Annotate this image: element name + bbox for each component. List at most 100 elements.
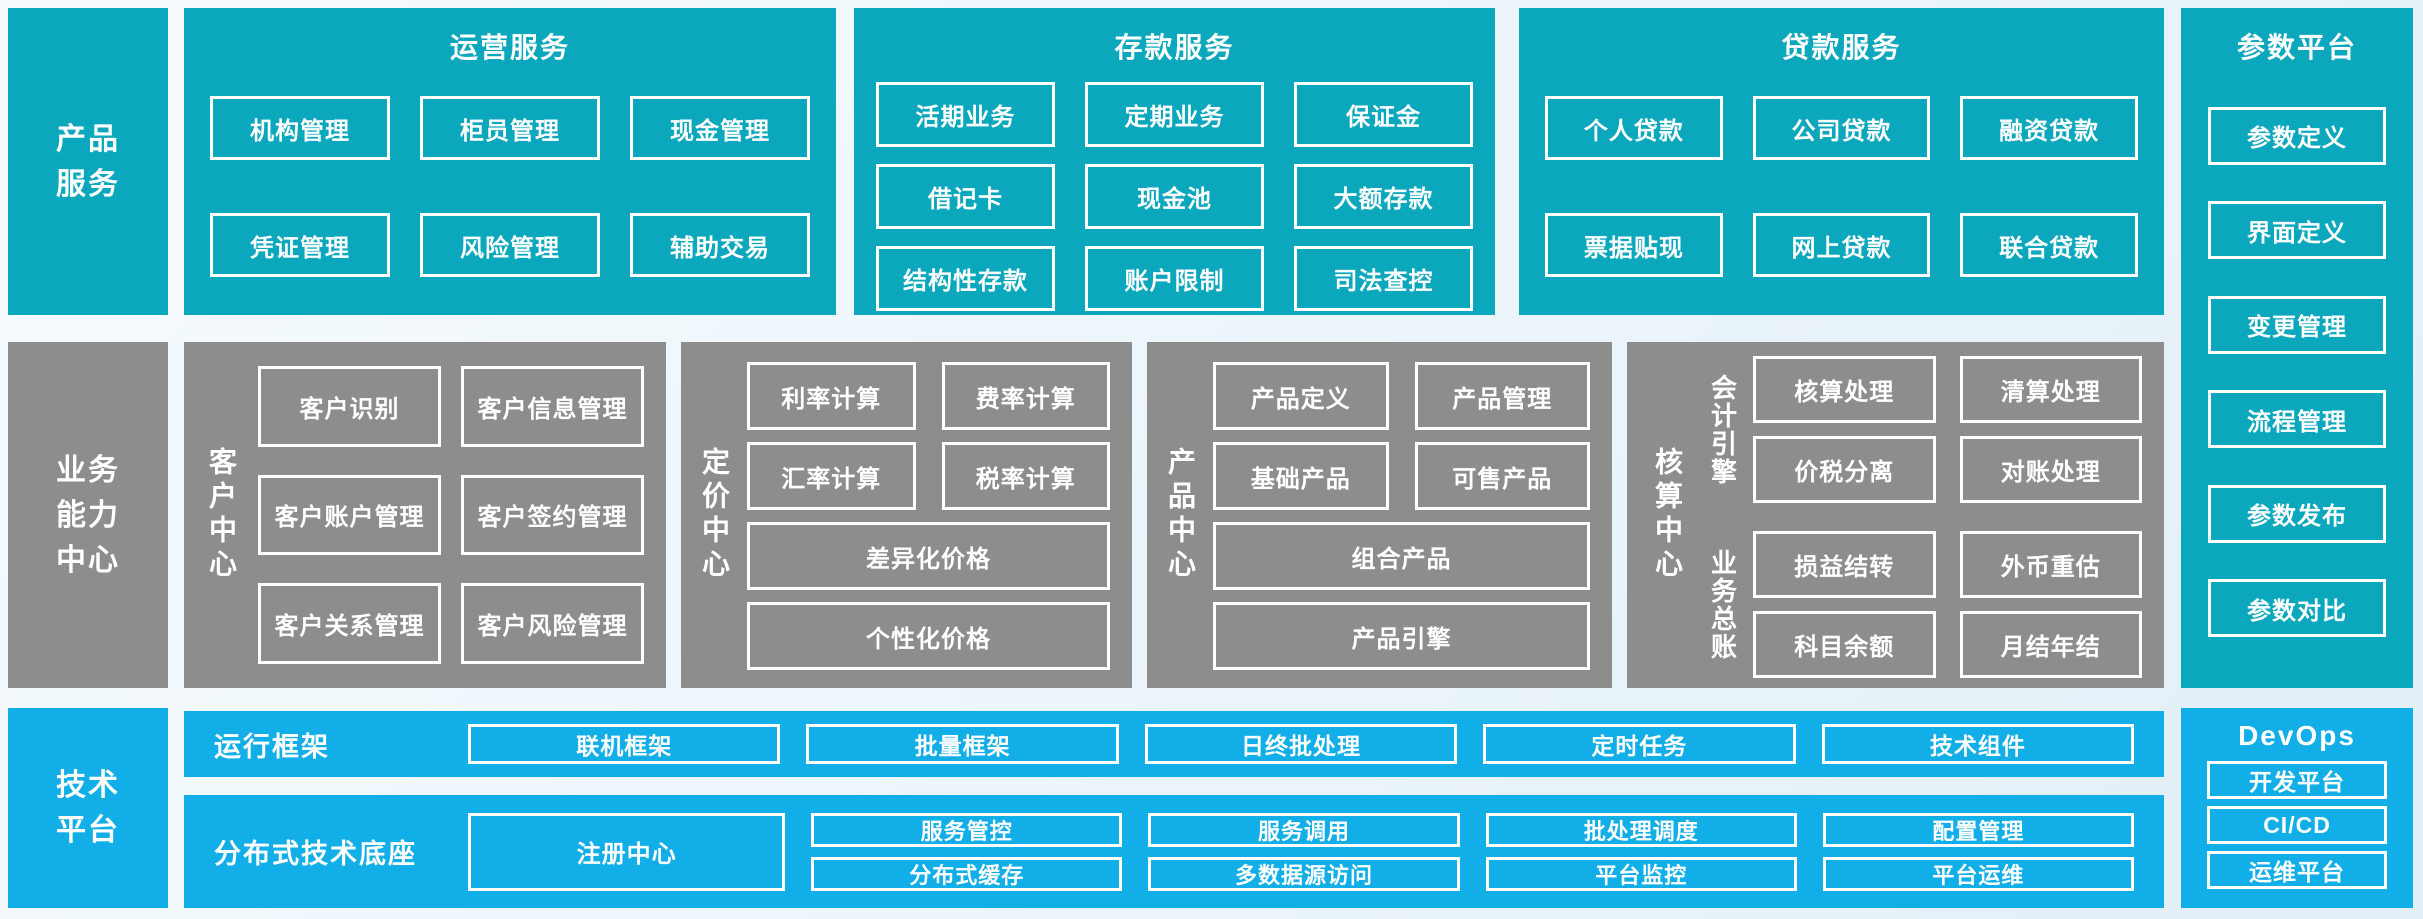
service-box: 联合贷款: [1960, 213, 2138, 277]
devops-box: 开发平台: [2207, 761, 2387, 799]
panel-title: 贷款服务: [1781, 32, 1902, 63]
base-column: 服务管控 分布式缓存: [811, 812, 1123, 891]
service-box: 风险管理: [420, 213, 600, 277]
capability-box: 核算处理: [1753, 356, 1936, 423]
capability-box: 客户签约管理: [461, 474, 644, 556]
capability-box: 差异化价格: [747, 522, 1110, 590]
panel-loan-services: 贷款服务 个人贷款 公司贷款 融资贷款 票据贴现 网上贷款 联合贷款: [1519, 8, 2164, 315]
service-box: 柜员管理: [420, 96, 600, 160]
devops-box: CI/CD: [2207, 806, 2387, 844]
service-box: 借记卡: [876, 164, 1055, 229]
panel-title: 存款服务: [1114, 32, 1235, 63]
base-box: 批处理调度: [1485, 812, 1797, 847]
capability-box: 客户信息管理: [461, 366, 644, 447]
service-box: 定期业务: [1085, 82, 1264, 147]
accounting-engine-group: 会计引擎 核算处理 清算处理 价税分离 对账处理: [1693, 356, 2142, 503]
center-label: 产品中心: [1165, 447, 1196, 583]
panel-product-center: 产品中心 产品定义 产品管理 基础产品 可售产品 组合产品 产品引擎: [1147, 342, 1612, 688]
capability-box: 费率计算: [941, 362, 1110, 430]
capability-box: 客户关系管理: [258, 583, 441, 664]
capability-box: 可售产品: [1414, 442, 1590, 510]
base-column: 配置管理 平台运维: [1822, 812, 2135, 891]
panel-title: 运营服务: [449, 32, 570, 63]
base-column: 批处理调度 平台监控: [1485, 812, 1797, 891]
panel-title: DevOps: [2238, 720, 2356, 751]
base-box: 配置管理: [1822, 812, 2135, 847]
pricing-grid: 利率计算 费率计算 汇率计算 税率计算 差异化价格 个性化价格: [747, 362, 1110, 670]
capability-box: 基础产品: [1213, 442, 1389, 510]
base-box: 服务调用: [1148, 812, 1460, 847]
panel-operations-services: 运营服务 机构管理 柜员管理 现金管理 凭证管理 风险管理 辅助交易: [184, 8, 836, 315]
base-box: 平台运维: [1822, 856, 2135, 891]
capability-box: 清算处理: [1959, 356, 2142, 423]
service-box: 结构性存款: [876, 246, 1055, 311]
group-label: 业务总账: [1707, 548, 1738, 661]
center-label: 客户中心: [206, 447, 237, 583]
param-box: 界面定义: [2208, 201, 2386, 260]
devops-stack: 开发平台 CI/CD 运维平台: [2181, 752, 2413, 908]
service-box: 公司贷款: [1752, 96, 1931, 160]
panel-customer-center: 客户中心 客户识别 客户信息管理 客户账户管理 客户签约管理 客户关系管理 客户…: [184, 342, 666, 688]
panel-title: 参数平台: [2236, 32, 2357, 63]
base-box: 分布式缓存: [811, 856, 1123, 891]
capability-box: 个性化价格: [747, 602, 1110, 670]
capability-box: 价税分离: [1753, 436, 1936, 503]
operations-grid: 机构管理 柜员管理 现金管理 凭证管理 风险管理 辅助交易: [210, 96, 810, 277]
base-box: 平台监控: [1485, 856, 1797, 891]
service-box: 现金池: [1085, 164, 1264, 229]
service-box: 辅助交易: [630, 213, 810, 277]
capability-box: 对账处理: [1959, 436, 2142, 503]
panel-accounting-center: 核算中心 会计引擎 核算处理 清算处理 价税分离 对账处理 业务总账 损益结转 …: [1627, 342, 2164, 688]
service-box: 融资贷款: [1960, 96, 2138, 160]
strip-distributed-base: 分布式技术底座 注册中心 服务管控 分布式缓存 服务调用 多数据源访问 批处理调…: [184, 795, 2164, 908]
group-label: 会计引擎: [1707, 373, 1738, 486]
param-box: 参数对比: [2208, 579, 2386, 638]
capability-box: 损益结转: [1753, 531, 1936, 598]
service-box: 机构管理: [210, 96, 390, 160]
capability-box: 税率计算: [941, 442, 1110, 510]
strip-runtime-framework: 运行框架 联机框架 批量框架 日终批处理 定时任务 技术组件: [184, 711, 2164, 777]
sidebar-product-services: 产品 服务: [8, 8, 168, 315]
param-box: 流程管理: [2208, 390, 2386, 449]
framework-box: 联机框架: [468, 724, 781, 764]
capability-box: 科目余额: [1753, 611, 1936, 678]
business-ledger-group: 业务总账 损益结转 外币重估 科目余额 月结年结: [1693, 531, 2142, 678]
center-label: 定价中心: [699, 447, 730, 583]
product-grid: 产品定义 产品管理 基础产品 可售产品 组合产品 产品引擎: [1213, 362, 1590, 670]
sidebar-business-capability: 业务 能力 中心: [8, 342, 168, 688]
strip-label: 运行框架: [214, 731, 330, 762]
service-box: 账户限制: [1085, 246, 1264, 311]
panel-parameter-platform: 参数平台 参数定义 界面定义 变更管理 流程管理 参数发布 参数对比: [2181, 8, 2413, 688]
capability-box: 客户风险管理: [461, 583, 644, 664]
service-box: 现金管理: [630, 96, 810, 160]
service-box: 大额存款: [1294, 164, 1473, 229]
registry-center-box: 注册中心: [468, 812, 786, 891]
framework-box: 定时任务: [1483, 724, 1796, 764]
service-box: 网上贷款: [1752, 213, 1931, 277]
capability-box: 组合产品: [1213, 522, 1590, 590]
service-box: 保证金: [1294, 82, 1473, 147]
customer-grid: 客户识别 客户信息管理 客户账户管理 客户签约管理 客户关系管理 客户风险管理: [258, 366, 644, 664]
group-grid: 损益结转 外币重估 科目余额 月结年结: [1753, 531, 2142, 678]
param-box: 参数发布: [2208, 484, 2386, 543]
service-box: 司法查控: [1294, 246, 1473, 311]
service-box: 凭证管理: [210, 213, 390, 277]
base-box: 多数据源访问: [1148, 856, 1460, 891]
center-label: 核算中心: [1652, 447, 1683, 583]
base-column: 服务调用 多数据源访问: [1148, 812, 1460, 891]
capability-box: 产品管理: [1414, 362, 1590, 430]
group-grid: 核算处理 清算处理 价税分离 对账处理: [1753, 356, 2142, 503]
capability-box: 客户账户管理: [258, 474, 441, 556]
framework-box: 日终批处理: [1144, 724, 1458, 764]
panel-deposit-services: 存款服务 活期业务 定期业务 保证金 借记卡 现金池 大额存款 结构性存款 账户…: [854, 8, 1495, 315]
service-box: 票据贴现: [1545, 213, 1723, 277]
service-box: 活期业务: [876, 82, 1055, 147]
params-stack: 参数定义 界面定义 变更管理 流程管理 参数发布 参数对比: [2181, 66, 2413, 688]
devops-box: 运维平台: [2207, 851, 2387, 889]
accounting-groups: 会计引擎 核算处理 清算处理 价税分离 对账处理 业务总账 损益结转 外币重估 …: [1693, 356, 2142, 678]
capability-box: 月结年结: [1959, 611, 2142, 678]
panel-pricing-center: 定价中心 利率计算 费率计算 汇率计算 税率计算 差异化价格 个性化价格: [681, 342, 1132, 688]
deposits-grid: 活期业务 定期业务 保证金 借记卡 现金池 大额存款 结构性存款 账户限制 司法…: [876, 82, 1473, 311]
sidebar-tech-platform: 技术 平台: [8, 708, 168, 908]
